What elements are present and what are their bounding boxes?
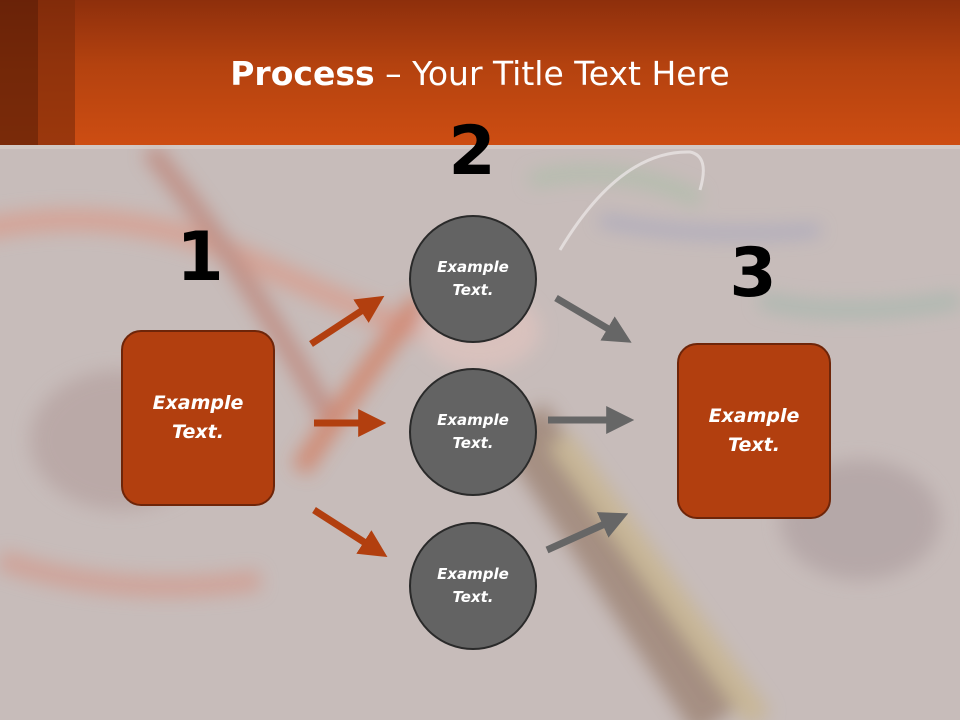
title-bar bbox=[0, 0, 960, 145]
title-regular-part: – Your Title Text Here bbox=[374, 54, 730, 93]
header-accent-stripe bbox=[0, 0, 38, 145]
header-accent-stripe bbox=[38, 0, 75, 145]
step-number-1: 1 bbox=[176, 218, 224, 297]
slide-title: Process – Your Title Text Here bbox=[0, 52, 960, 96]
circle-middle-text-line: Example bbox=[437, 411, 509, 429]
step-1-text-line: Text. bbox=[172, 421, 224, 443]
arrow-to-top-circle bbox=[309, 295, 385, 347]
circle-top-text-line: Example bbox=[437, 258, 509, 276]
circle-bottom-text-line: Text. bbox=[452, 588, 494, 606]
step-number-3: 3 bbox=[729, 234, 777, 313]
step-1-text-line: Example bbox=[152, 392, 244, 414]
arrow-from-top-circle bbox=[554, 294, 632, 343]
header-divider bbox=[0, 145, 960, 149]
circle-bottom-text-line: Example bbox=[437, 565, 509, 583]
step-number-2: 2 bbox=[448, 112, 496, 191]
step-3-text-line: Example bbox=[708, 405, 800, 427]
circle-middle-text-line: Text. bbox=[452, 434, 494, 452]
arrow-to-bottom-circle bbox=[312, 507, 388, 558]
step-3-text-line: Text. bbox=[728, 434, 780, 456]
circle-top-text-line: Text. bbox=[452, 281, 494, 299]
title-bold-part: Process bbox=[230, 54, 375, 93]
arrow-from-bottom-circle bbox=[545, 512, 629, 554]
